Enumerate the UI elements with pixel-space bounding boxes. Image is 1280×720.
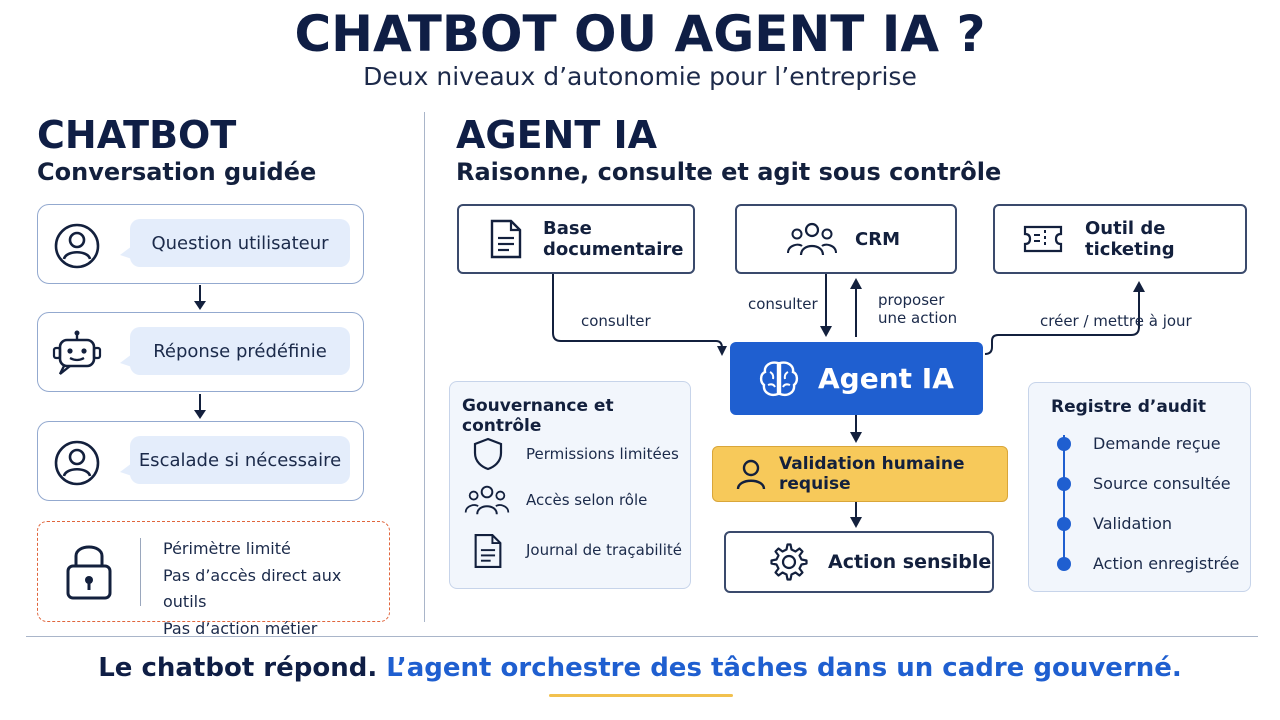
agent-subheading: Raisonne, consulte et agit sous contrôle [456, 158, 1002, 186]
chatbot-step-question: Question utilisateur [37, 204, 364, 284]
tool-crm-label: CRM [855, 228, 900, 250]
limit-item: Pas d’accès direct aux outils [163, 565, 342, 612]
footer-tagline: Le chatbot répond. L’agent orchestre des… [0, 651, 1280, 685]
limit-item: Périmètre limité [163, 539, 291, 558]
agent-core: Agent IA [730, 342, 983, 415]
footer-part2: L’agent orchestre des tâches dans un cad… [386, 653, 1182, 683]
footer-part1: Le chatbot répond. [98, 653, 378, 683]
audit-panel: Registre d’audit Demande reçue Source co… [1028, 382, 1251, 592]
lock-icon [66, 545, 112, 600]
chatbot-heading: CHATBOT [37, 113, 237, 157]
validation-step: Validation humaine requise [712, 446, 1008, 502]
governance-item-label: Journal de traçabilité [526, 541, 682, 559]
tool-ticketing-label: Outil de ticketing [1085, 218, 1175, 260]
team-icon [464, 485, 510, 515]
chatbot-step-escalation: Escalade si nécessaire [37, 421, 364, 501]
chatbot-step-label: Escalade si nécessaire [120, 436, 350, 484]
sensitive-action-step: Action sensible [724, 531, 994, 593]
governance-item: Accès selon rôle [464, 480, 684, 520]
footer-divider [26, 636, 1258, 637]
tool-ticketing: Outil de ticketing [993, 204, 1247, 274]
governance-item-label: Permissions limitées [526, 445, 679, 463]
document-icon [474, 534, 502, 568]
flow-label-crm-out: proposer une action [878, 291, 958, 327]
audit-item: Source consultée [1093, 474, 1231, 493]
ticket-icon [1023, 225, 1063, 253]
user-icon [54, 440, 100, 486]
shield-icon [473, 437, 503, 471]
validation-label: Validation humaine requise [779, 454, 965, 494]
team-icon [787, 222, 837, 256]
chatbot-step-label: Réponse prédéfinie [120, 327, 350, 375]
audit-item: Validation [1093, 514, 1173, 533]
arrow-down-icon [194, 285, 206, 310]
tool-docs-label: Base documentaire [543, 218, 684, 260]
governance-item-label: Accès selon rôle [526, 491, 648, 509]
flow-label-docs: consulter [581, 312, 651, 330]
page-subtitle: Deux niveaux d’autonomie pour l’entrepri… [363, 62, 917, 91]
audit-dot [1057, 437, 1071, 451]
action-label: Action sensible [828, 551, 992, 573]
audit-dot [1057, 517, 1071, 531]
column-divider [424, 112, 425, 622]
flow-label-ticketing: créer / mettre à jour [1040, 312, 1192, 330]
audit-title: Registre d’audit [1051, 397, 1207, 417]
document-icon [490, 219, 522, 259]
audit-dot [1057, 477, 1071, 491]
person-icon [736, 459, 766, 490]
footer-underline [549, 694, 733, 697]
arrow-down-icon [194, 394, 206, 419]
tool-crm: CRM [735, 204, 957, 274]
chatbot-limits-box: Périmètre limité Pas d’accès direct aux … [37, 521, 390, 638]
flow-label-crm-in: consulter [748, 295, 818, 313]
governance-panel: Gouvernance et contrôle Permissions limi… [449, 381, 691, 589]
agent-core-label: Agent IA [818, 362, 954, 395]
audit-item: Demande reçue [1093, 434, 1221, 453]
chatbot-step-response: Réponse prédéfinie [37, 312, 364, 392]
limits-list: Périmètre limité Pas d’accès direct aux … [163, 536, 389, 642]
governance-title: Gouvernance et contrôle [462, 396, 614, 436]
page-title: CHATBOT OU AGENT IA ? [294, 5, 986, 63]
limit-item: Pas d’action métier [163, 618, 318, 638]
user-icon [54, 223, 100, 269]
audit-item: Action enregistrée [1093, 554, 1240, 573]
tool-docs: Base documentaire [457, 204, 695, 274]
audit-dot [1057, 557, 1071, 571]
agent-heading: AGENT IA [456, 113, 658, 157]
gear-icon [770, 543, 808, 581]
brain-icon [759, 360, 799, 396]
chatbot-subheading: Conversation guidée [37, 158, 317, 186]
chatbot-step-label: Question utilisateur [120, 219, 350, 267]
governance-item: Permissions limitées [464, 434, 684, 474]
governance-item: Journal de traçabilité [464, 530, 684, 570]
limits-separator [140, 538, 141, 606]
audit-timeline [1063, 435, 1065, 567]
robot-icon [52, 330, 102, 375]
